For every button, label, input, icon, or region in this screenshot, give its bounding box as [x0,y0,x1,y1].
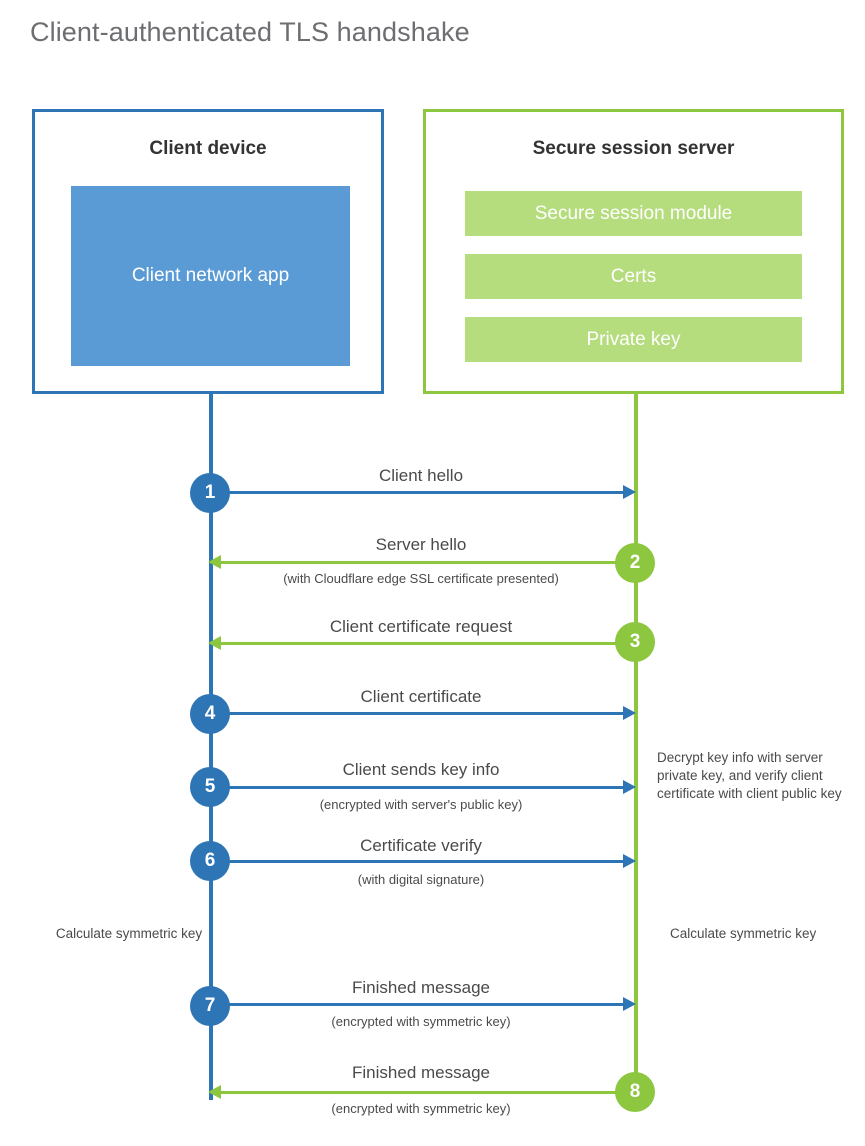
message-sublabel-5: (encrypted with server's public key) [319,797,523,812]
step-circle-4[interactable]: 4 [190,694,230,734]
server-lifeline [634,394,638,1094]
step-circle-7[interactable]: 7 [190,986,230,1026]
message-label-6: Certificate verify [360,836,482,855]
note-client-calculate: Calculate symmetric key [55,926,203,941]
message-label-8: Finished message [352,1063,490,1082]
client-network-app-block: Client network app [71,186,350,366]
message-line-3 [215,642,635,645]
server-block-private-key: Private key [465,317,802,362]
step-circle-1[interactable]: 1 [190,473,230,513]
client-lifeline [209,394,213,1100]
client-device-box: Client device Client network app [32,109,384,394]
message-label-1: Client hello [378,466,464,485]
message-sublabel-6: (with digital signature) [357,872,485,887]
step-circle-6[interactable]: 6 [190,841,230,881]
server-block-secure-session-module: Secure session module [465,191,802,236]
message-line-5 [211,786,629,789]
message-sublabel-7: (encrypted with symmetric key) [331,1014,511,1029]
step-circle-8[interactable]: 8 [615,1072,655,1112]
secure-session-server-box: Secure session server Secure session mod… [423,109,844,394]
step-circle-3[interactable]: 3 [615,622,655,662]
arrow-head-7-icon [623,997,636,1011]
note-server-calculate: Calculate symmetric key [670,926,817,941]
message-line-6 [211,860,629,863]
message-label-3: Client certificate request [329,617,513,636]
note-server-decrypt: Decrypt key info with server private key… [657,750,842,801]
message-label-2: Server hello [375,535,467,554]
client-device-title: Client device [149,138,267,159]
secure-session-server-title: Secure session server [532,138,735,159]
arrow-head-1-icon [623,485,636,499]
arrow-head-5-icon [623,780,636,794]
step-circle-2[interactable]: 2 [615,543,655,583]
server-block-certs: Certs [465,254,802,299]
arrow-head-4-icon [623,706,636,720]
arrow-head-3-icon [208,636,221,650]
message-sublabel-2: (with Cloudflare edge SSL certificate pr… [283,571,559,586]
message-label-4: Client certificate [360,687,482,706]
message-line-1 [211,491,629,494]
message-line-2 [215,561,635,564]
step-circle-5[interactable]: 5 [190,767,230,807]
message-line-4 [211,712,629,715]
arrow-head-2-icon [208,555,221,569]
page-title: Client-authenticated TLS handshake [30,17,470,47]
arrow-head-6-icon [623,854,636,868]
arrow-head-8-icon [208,1085,221,1099]
message-line-8 [215,1091,635,1094]
message-label-7: Finished message [352,978,490,997]
message-sublabel-8: (encrypted with symmetric key) [331,1101,511,1116]
message-label-5: Client sends key info [342,760,500,779]
message-line-7 [211,1003,629,1006]
